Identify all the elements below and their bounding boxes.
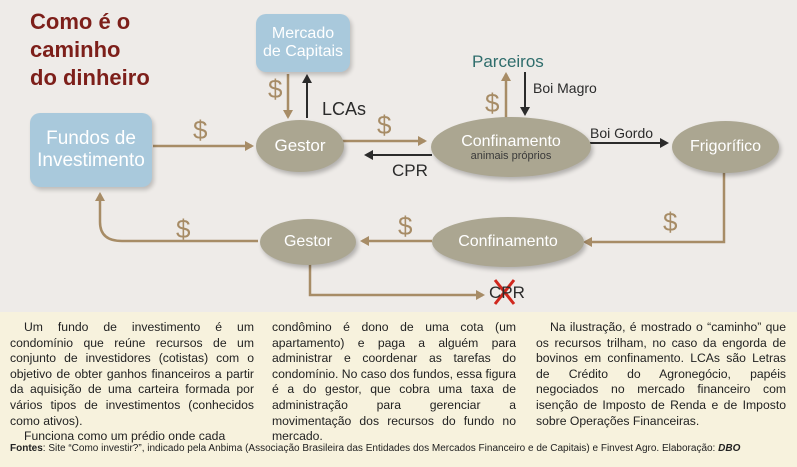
paragraph: Um fundo de investimento é um condomínio… [10, 320, 254, 428]
arrow-gestor-to-cpr [308, 262, 485, 300]
paragraph: condômino é dono de uma cota (um apartam… [272, 320, 516, 444]
dollar-mercado-gestor: $ [268, 74, 283, 104]
label-cpr-crossed: CPR [489, 283, 525, 302]
money-flow-diagram: Como é o caminho do dinheiro Mercado de … [0, 0, 797, 312]
cross-mark [493, 279, 516, 305]
node-label: Gestor [274, 136, 326, 155]
text-column-2: condômino é dono de uma cota (um apartam… [272, 320, 516, 445]
label-cpr: CPR [392, 161, 428, 180]
sources-label: Fontes [10, 443, 43, 454]
label-boi-gordo: Boi Gordo [590, 125, 654, 141]
title-line: do dinheiro [30, 65, 150, 90]
node-fundos-de-investimento: Fundos de Investimento [30, 113, 152, 187]
explanation-text: Um fundo de investimento é um condomínio… [0, 312, 797, 467]
paragraph: Na ilustração, é mostrado o “caminho” qu… [536, 320, 786, 428]
node-label: Mercado [271, 25, 335, 42]
node-label: Confinamento [458, 233, 558, 250]
label-boi-magro: Boi Magro [533, 80, 597, 96]
dollar-confinamento-gestor: $ [398, 211, 413, 241]
text-column-3: Na ilustração, é mostrado o “caminho” qu… [536, 320, 786, 429]
node-label: Fundos de [46, 128, 136, 149]
arrow-gestor-to-fundos [95, 192, 258, 243]
node-mercado-de-capitais: Mercado de Capitais [256, 14, 350, 72]
dollar-gestor-fundos: $ [176, 214, 191, 244]
dollar-fundos-gestor: $ [193, 115, 208, 145]
node-confinamento-bottom: Confinamento [432, 217, 584, 267]
label-lcas: LCAs [322, 99, 367, 119]
text-column-1: Um fundo de investimento é um condomínio… [10, 320, 254, 445]
title-line: caminho [30, 37, 121, 62]
dollar-parceiros: $ [485, 88, 500, 118]
paragraph: Funciona como um prédio onde cada [24, 429, 226, 444]
title-line: Como é o [30, 9, 131, 34]
node-label: de Capitais [262, 43, 344, 60]
sources-author: DBO [718, 443, 741, 454]
label-parceiros: Parceiros [472, 52, 544, 71]
node-sublabel: animais próprios [470, 149, 552, 162]
sources-body: : Site “Como investir?”, indicado pela A… [42, 443, 719, 454]
diagram-title: Como é o caminho do dinheiro [30, 8, 230, 92]
node-label: Gestor [283, 233, 332, 250]
node-gestor-bottom: Gestor [260, 219, 356, 265]
node-label: Confinamento [461, 132, 561, 150]
node-confinamento-top: Confinamento animais próprios [431, 117, 591, 177]
dollar-gestor-confinamento: $ [377, 110, 392, 140]
node-frigorifico: Frigorífico [672, 121, 779, 173]
node-gestor-top: Gestor [256, 120, 344, 172]
sources-line: Fontes: Site “Como investir?”, indicado … [10, 443, 740, 454]
dollar-frigorifico-confinamento: $ [663, 207, 678, 237]
node-label: Investimento [37, 150, 145, 171]
arrow-frigorifico-to-confinamento [583, 170, 726, 247]
diagram-arrows [95, 72, 726, 305]
node-label: Frigorífico [689, 138, 762, 155]
